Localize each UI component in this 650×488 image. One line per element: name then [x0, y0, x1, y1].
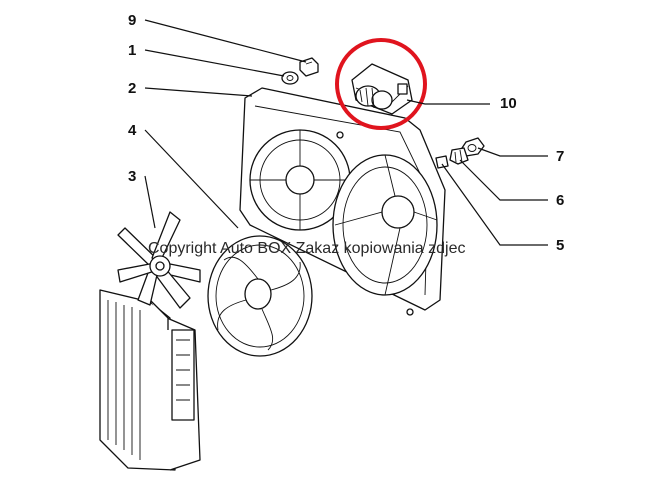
small-fan — [117, 211, 201, 309]
callout-10: 10 — [500, 95, 517, 112]
callout-6: 6 — [556, 192, 564, 209]
bolt-and-washer — [281, 57, 319, 85]
callout-4: 4 — [128, 122, 137, 139]
watermark-text: Copyright Auto BOX Zakaz kopiowania zdje… — [148, 240, 466, 257]
fan-impeller — [207, 235, 313, 357]
callout-1: 1 — [128, 42, 136, 59]
callout-9: 9 — [128, 12, 136, 29]
callout-5: 5 — [556, 237, 564, 254]
fan-shroud — [239, 87, 446, 316]
radiator — [99, 289, 201, 471]
leader-lines — [144, 19, 548, 246]
callout-7: 7 — [556, 148, 564, 165]
resistor-module — [351, 63, 413, 115]
small-bushings — [435, 137, 485, 169]
highlight-circle — [335, 38, 427, 130]
callout-3: 3 — [128, 168, 136, 185]
callout-2: 2 — [128, 80, 136, 97]
